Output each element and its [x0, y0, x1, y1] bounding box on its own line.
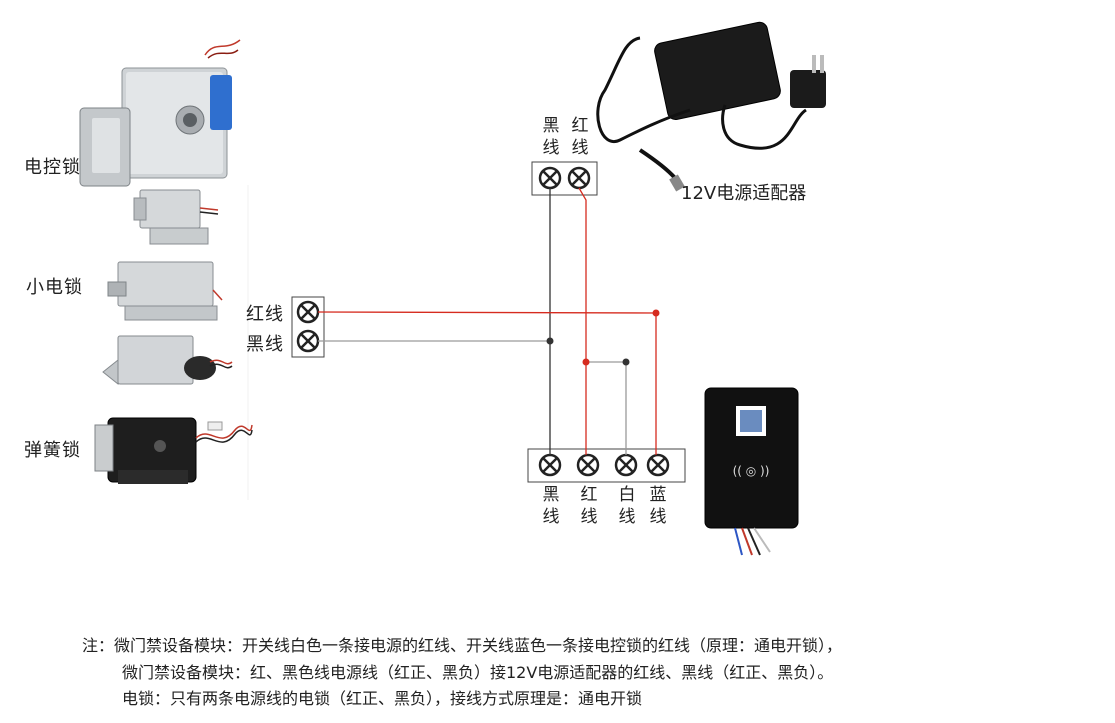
module-blue-label-1: 蓝: [649, 485, 667, 505]
lock-terminal-black-screw: [296, 329, 320, 353]
small-electric-lock-image-2: [107, 261, 223, 321]
module-terminal-white-screw: [614, 453, 638, 477]
module-black-label-1: 黑: [542, 485, 560, 505]
svg-text:(( ◎ )): (( ◎ )): [733, 464, 770, 478]
power-adapter-image: [596, 21, 826, 192]
power-terminal-black-screw: [538, 166, 562, 190]
module-red-label-1: 红: [580, 485, 598, 505]
note-line-1: 注：微门禁设备模块：开关线白色一条接电源的红线、开关线蓝色一条接电控锁的红线（原…: [82, 636, 843, 655]
module-white-label-2: 线: [618, 507, 636, 527]
small-electric-lock-image-1: [133, 189, 219, 245]
note-line-2: 微门禁设备模块：红、黑色线电源线（红正、黑负）接12V电源适配器的红线、黑线（红…: [122, 663, 834, 682]
power-red-label-1: 红: [571, 116, 589, 136]
access-control-device-image: (( ◎ )): [704, 387, 799, 556]
white-switch-junction-dot: [622, 358, 630, 366]
module-blue-label-2: 线: [649, 507, 667, 527]
red-lock-junction-dot: [652, 309, 660, 317]
power-black-label-1: 黑: [542, 116, 560, 136]
input-red-wire-label: 红线: [246, 304, 284, 325]
spring-lock-label: 弹簧锁: [24, 440, 81, 461]
module-terminal-red-screw: [576, 453, 600, 477]
module-white-label-1: 白: [618, 485, 636, 505]
module-terminal-black-screw: [538, 453, 562, 477]
note-line-3: 电锁：只有两条电源线的电锁（红正、黑负），接线方式原理是：通电开锁: [122, 689, 643, 708]
small-electric-lock-image-3: [102, 335, 233, 386]
small-electric-lock-label: 小电锁: [26, 277, 83, 298]
module-red-label-2: 线: [580, 507, 598, 527]
adapter-label: 12V电源适配器: [681, 183, 807, 204]
module-black-label-2: 线: [542, 507, 560, 527]
power-black-label-2: 线: [542, 138, 560, 158]
electric-control-lock-label: 电控锁: [24, 157, 81, 178]
lock-terminal-red-screw: [296, 300, 320, 324]
power-terminal-red-screw: [567, 166, 591, 190]
power-red-label-2: 线: [571, 138, 589, 158]
spring-lock-image: [94, 417, 253, 484]
red-power-junction-dot: [582, 358, 590, 366]
module-terminal-blue-screw: [646, 453, 670, 477]
red-lock-wire: [317, 311, 657, 455]
electric-control-lock-image: [79, 39, 241, 187]
black-junction-dot: [546, 337, 554, 345]
white-switch-wire: [586, 361, 627, 455]
input-black-wire-label: 黑线: [246, 334, 284, 355]
red-power-wire: [578, 187, 587, 455]
